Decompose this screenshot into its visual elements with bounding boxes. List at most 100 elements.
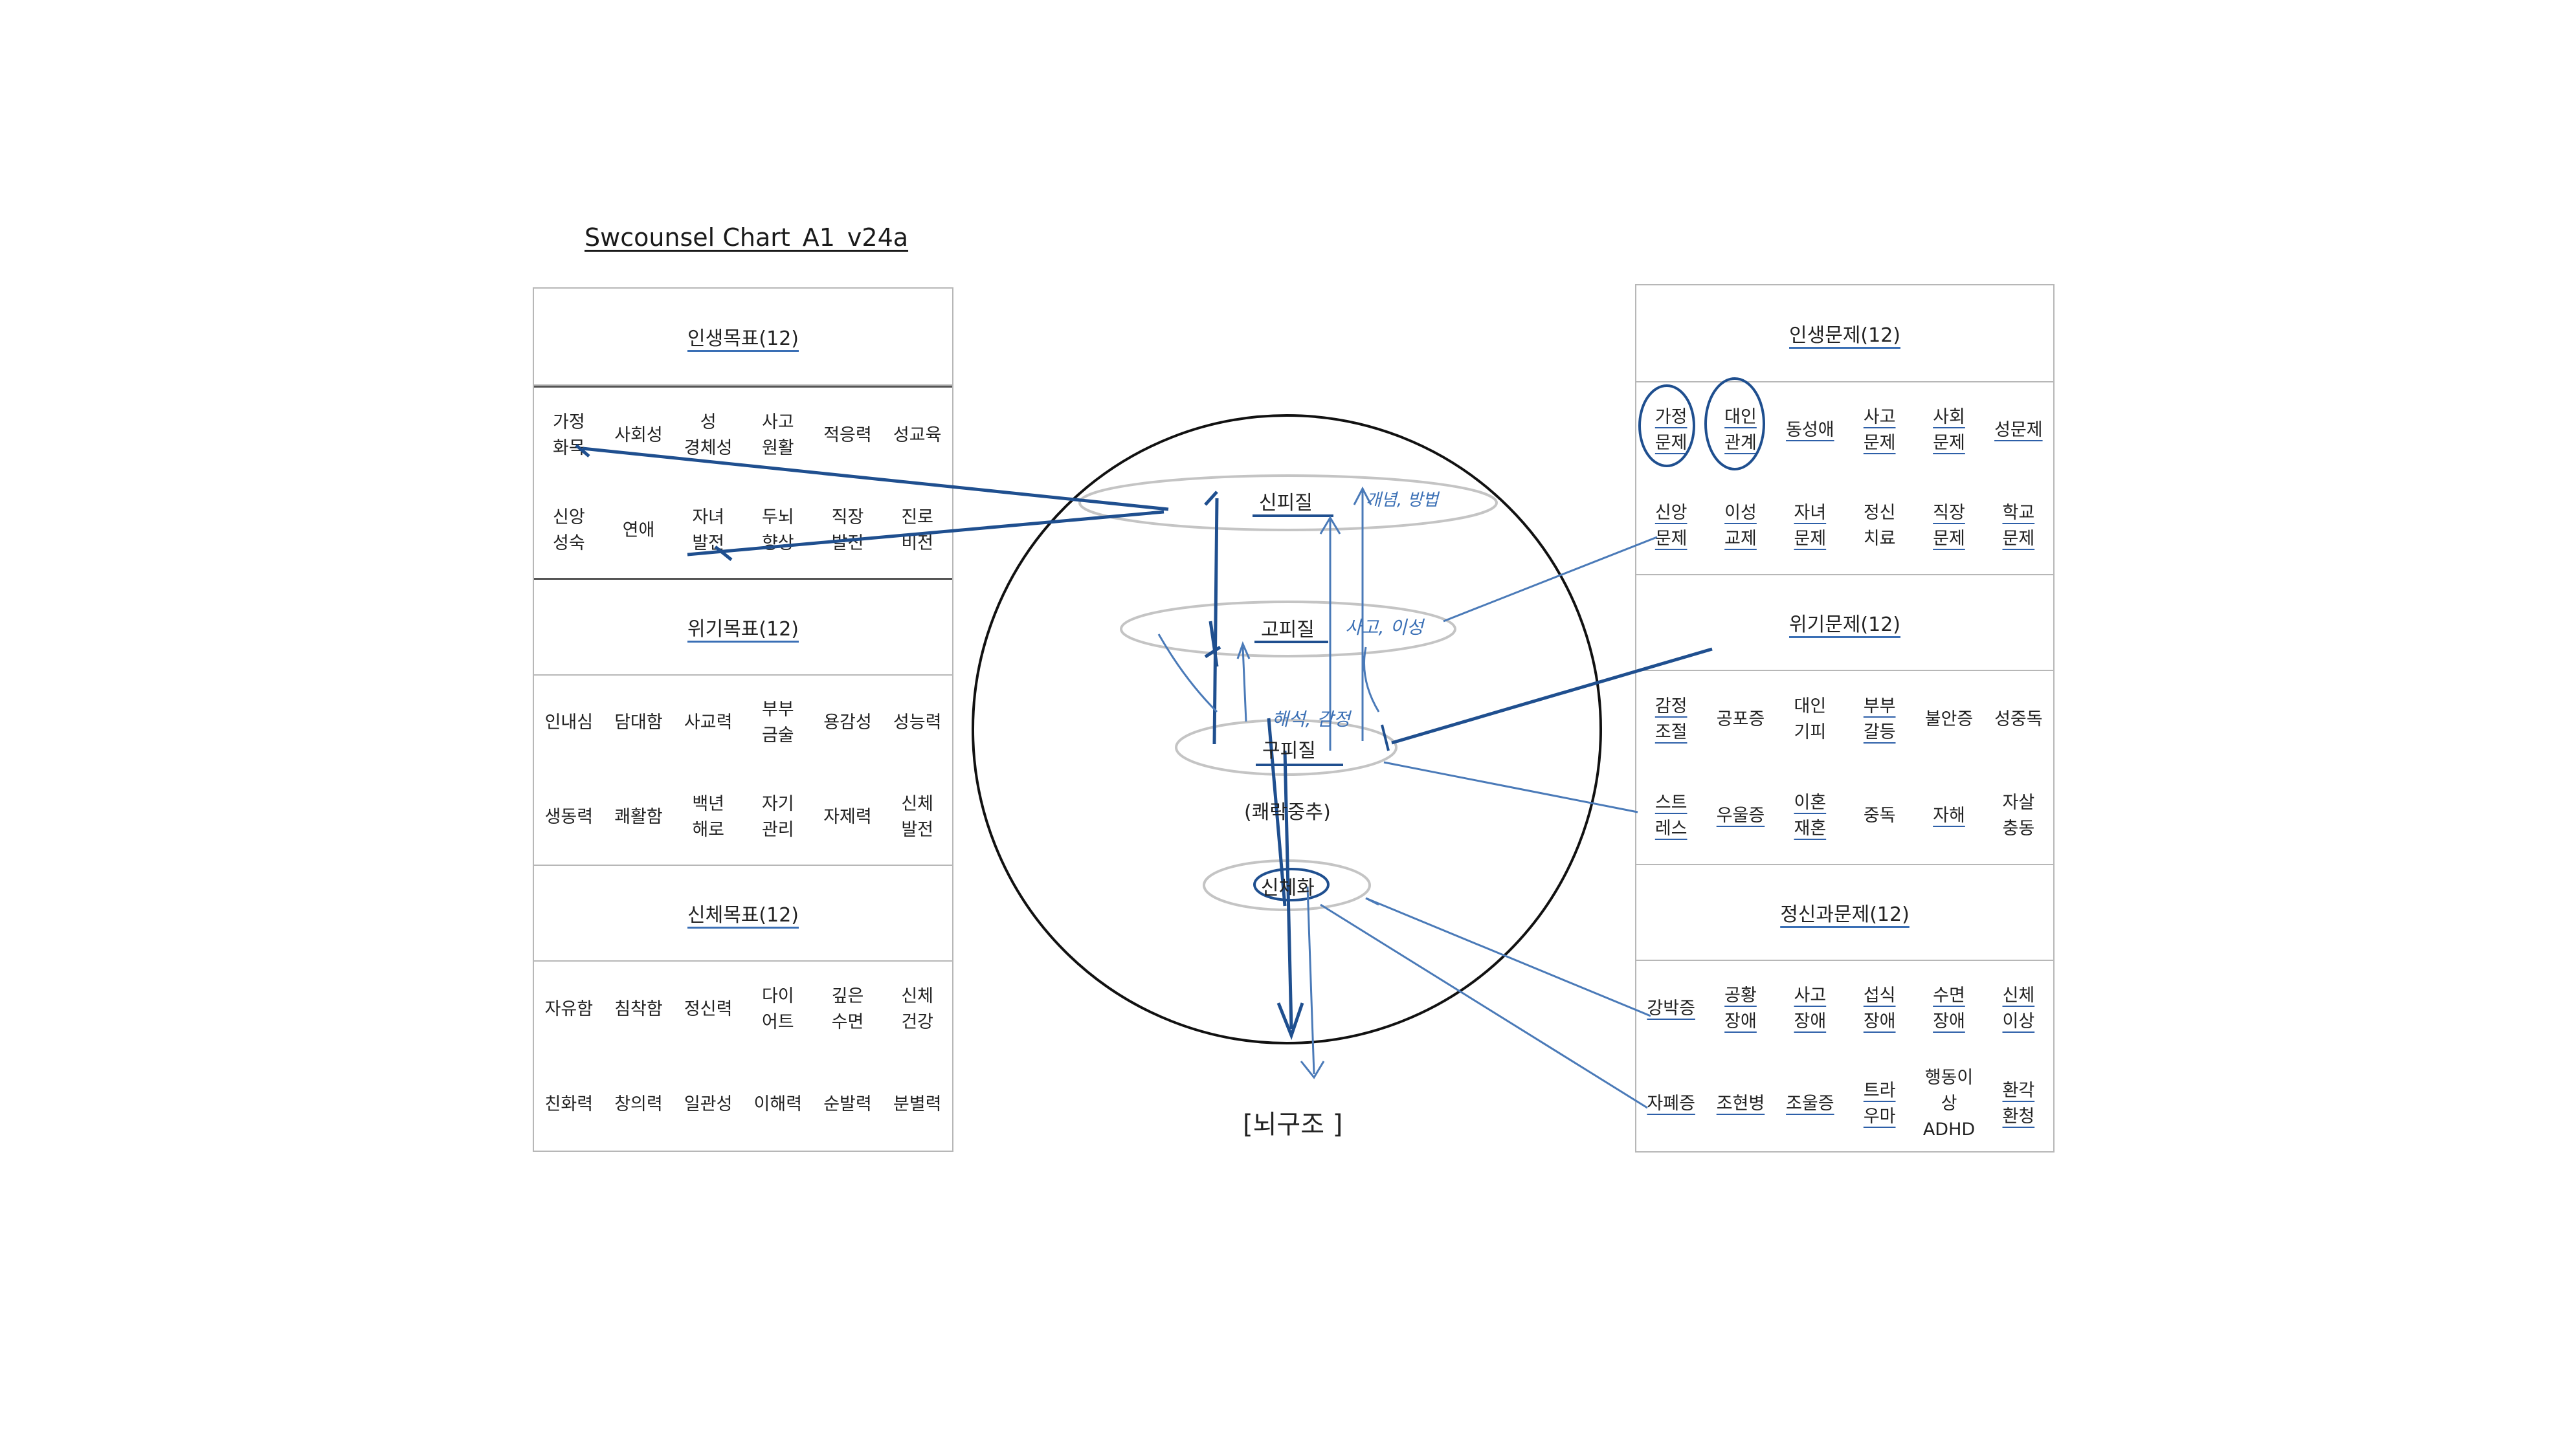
goal-item: 분별력	[893, 1094, 942, 1114]
vertical-ink-strokes	[1204, 491, 1304, 1041]
neocortex-ellipse	[1078, 474, 1498, 531]
problem-item: 섭식 장애	[1863, 985, 1896, 1031]
goal-item: 자녀 발전	[692, 507, 724, 553]
problem-item: 동성애	[1786, 420, 1834, 440]
goal-item: 자유함	[544, 998, 594, 1019]
goal-item: 직장 발전	[831, 507, 864, 553]
problem-item: 자녀 문제	[1794, 503, 1827, 549]
somatization-circle-mark	[1253, 868, 1330, 901]
brain-circle	[972, 414, 1602, 1044]
problem-item: 성중독	[1994, 709, 2043, 729]
grid-life-goals: 가정 화목 사회성 성 경체성 사고 원활 적응력 성교육 신앙 성숙 연애 자…	[534, 386, 952, 580]
goal-item: 부부 금술	[761, 700, 794, 745]
brain-structure-caption: [뇌구조 ]	[1243, 1110, 1343, 1140]
goal-item: 이해력	[753, 1094, 803, 1114]
problem-item: 강박증	[1647, 998, 1695, 1019]
handwritten-note-neocortex: 개념, 방법	[1366, 491, 1439, 510]
family-problem-circle	[1638, 384, 1695, 467]
problem-item: 불안증	[1924, 709, 1974, 729]
goal-item: 일관성	[684, 1094, 733, 1114]
goal-item: 인내심	[544, 712, 594, 733]
problem-item: 사고 문제	[1863, 407, 1896, 453]
tick-mark	[1381, 724, 1390, 751]
goal-item: 다이 어트	[761, 986, 794, 1032]
goal-item: 백년 해로	[692, 794, 724, 840]
problem-item: 행동이상 ADHD	[1922, 1067, 1976, 1140]
goal-item: 사고 원활	[761, 412, 794, 458]
goal-item: 친화력	[544, 1094, 594, 1114]
goal-item: 생동력	[544, 807, 594, 827]
thin-arrows	[1157, 486, 1380, 1079]
section-header-crisis-goals: 위기목표(12)	[534, 580, 952, 676]
section-header-crisis-problems: 위기문제(12)	[1636, 575, 2053, 671]
goal-item: 사회성	[614, 425, 663, 445]
goal-item: 쾌활함	[614, 807, 663, 827]
goal-item: 두뇌 향상	[761, 507, 794, 553]
problem-item: 감정 조절	[1654, 696, 1687, 742]
problem-item: 환각 환청	[2002, 1080, 2035, 1127]
problems-panel: 인생문제(12) 가정 문제 대인 관계 동성애 사고 문제 사회 문제 성문제…	[1635, 284, 2055, 1153]
problem-item: 신체 이상	[2002, 985, 2035, 1031]
goal-item: 사교력	[684, 712, 733, 733]
problem-item: 이혼 재혼	[1794, 792, 1827, 839]
goal-item: 가정 화목	[552, 412, 585, 458]
section-header-body-goals: 신체목표(12)	[534, 866, 952, 962]
goals-panel: 인생목표(12) 가정 화목 사회성 성 경체성 사고 원활 적응력 성교육 신…	[533, 287, 953, 1152]
grid-life-problems: 가정 문제 대인 관계 동성애 사고 문제 사회 문제 성문제 신앙 문제 이성…	[1636, 382, 2053, 575]
relation-problem-circle	[1704, 377, 1765, 470]
problem-item: 자폐증	[1647, 1093, 1695, 1114]
goal-item: 성 경체성	[684, 412, 733, 458]
problem-item: 이성 교제	[1724, 503, 1757, 549]
problem-item: 수면 장애	[1933, 985, 1965, 1031]
problem-item: 트라 우마	[1863, 1080, 1896, 1127]
goal-item: 창의력	[614, 1094, 663, 1114]
goal-item: 깊은 수면	[831, 986, 864, 1032]
problem-item: 성문제	[1994, 420, 2043, 440]
problem-item: 공황 장애	[1724, 985, 1757, 1031]
section-header-psychiatric-problems: 정신과문제(12)	[1636, 865, 2053, 961]
level-somatization: 신체화	[1261, 877, 1315, 899]
grid-body-goals: 자유함 침착함 정신력 다이 어트 깊은 수면 신체 건강 친화력 창의력 일관…	[534, 962, 952, 1152]
problem-item: 가정 문제	[1654, 407, 1687, 453]
goal-item: 정신력	[684, 998, 733, 1019]
left-connector-lines	[575, 444, 1169, 561]
paleocortex-ellipse	[1120, 601, 1456, 657]
problem-item: 직장 문제	[1933, 503, 1965, 549]
problem-item: 신앙 문제	[1654, 503, 1687, 549]
problem-item: 공포증	[1716, 709, 1765, 729]
handwritten-note-paleocortex: 사고, 이성	[1345, 617, 1423, 638]
problem-item: 우울증	[1716, 805, 1765, 826]
goal-item: 진로 비전	[901, 507, 933, 553]
problem-item: 사회 문제	[1933, 407, 1965, 453]
goal-item: 담대함	[614, 712, 663, 733]
problem-item: 자살 충동	[2002, 792, 2035, 839]
crisis-connector-line	[1391, 647, 1713, 745]
problem-item: 조울증	[1786, 1093, 1834, 1114]
handwritten-note-archicortex: 해석, 감정	[1272, 709, 1350, 730]
goal-item: 순발력	[823, 1094, 872, 1114]
problem-item: 자해	[1933, 805, 1965, 826]
goal-item: 신앙 성숙	[552, 507, 585, 553]
right-connector-lines	[1320, 536, 1658, 1109]
problem-item: 중독	[1863, 805, 1896, 826]
level-neocortex: 신피질	[1259, 492, 1313, 514]
grid-crisis-problems: 감정 조절 공포증 대인 기피 부부 갈등 불안증 성중독 스트 레스 우울증 …	[1636, 671, 2053, 865]
problem-item: 사고 장애	[1794, 985, 1827, 1031]
problem-item: 대인 기피	[1794, 696, 1827, 742]
goal-item: 성능력	[893, 712, 942, 733]
goal-item: 신체 건강	[901, 986, 933, 1032]
grid-crisis-goals: 인내심 담대함 사교력 부부 금술 용감성 성능력 생동력 쾌활함 백년 해로 …	[534, 676, 952, 866]
goal-item: 자기 관리	[761, 794, 794, 840]
level-paleocortex: 고피질	[1261, 619, 1315, 641]
chart-title: Swcounsel Chart_A1_v24a	[585, 223, 909, 252]
problem-item: 정신 치료	[1863, 503, 1896, 549]
pleasure-center-note: (쾌락중추)	[1244, 801, 1331, 824]
goal-item: 침착함	[614, 998, 663, 1019]
level-archicortex: 구피질	[1262, 740, 1316, 762]
problem-item: 학교 문제	[2002, 503, 2035, 549]
goal-item: 신체 발전	[901, 794, 933, 840]
problem-item: 부부 갈등	[1863, 696, 1896, 742]
section-header-life-problems: 인생문제(12)	[1636, 285, 2053, 382]
goal-item: 연애	[622, 520, 655, 540]
